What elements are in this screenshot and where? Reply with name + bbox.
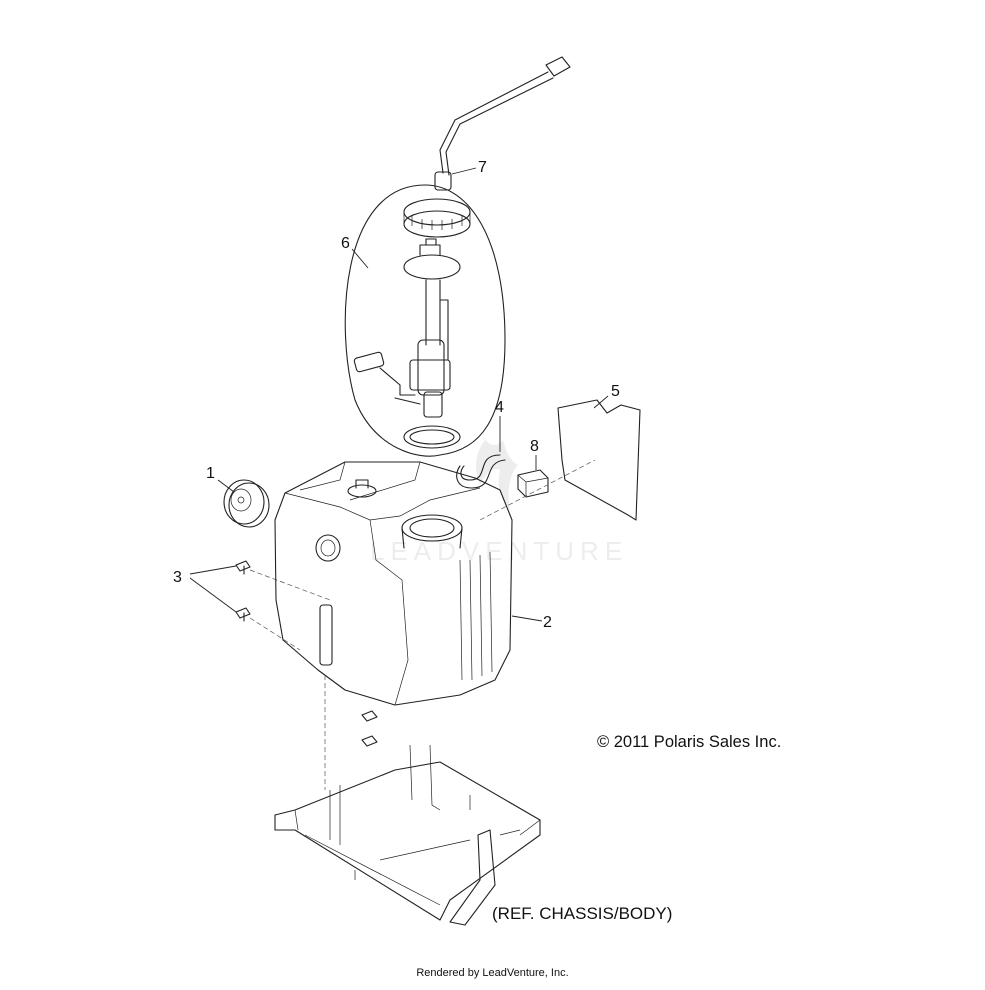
callout-8: 8 <box>530 438 539 455</box>
fuel-cap <box>223 479 270 528</box>
heat-shield <box>479 399 641 521</box>
vent-hose-outer <box>456 459 506 489</box>
callout-2: 2 <box>543 614 552 631</box>
chassis-frame <box>274 675 541 926</box>
mount-bolts <box>235 560 378 747</box>
reference-note: (REF. CHASSIS/BODY) <box>492 904 673 923</box>
callout-5: 5 <box>611 383 620 400</box>
vent-hose <box>460 454 501 481</box>
fuel-pump-assembly <box>344 184 506 457</box>
watermark: LEADVENTURE <box>370 440 628 566</box>
watermark-text: LEADVENTURE <box>370 536 628 566</box>
sender-wire <box>434 56 571 191</box>
foam-block <box>517 469 549 498</box>
fuel-tank <box>274 461 513 706</box>
callout-3: 3 <box>173 569 182 586</box>
callout-4: 4 <box>495 399 504 416</box>
callout-1: 1 <box>206 465 215 482</box>
callout-6: 6 <box>341 235 350 252</box>
callout-7: 7 <box>478 159 487 176</box>
leader-lines <box>189 167 609 622</box>
footer-credit: Rendered by LeadVenture, Inc. <box>416 967 569 979</box>
copyright-text: © 2011 Polaris Sales Inc. <box>597 733 782 751</box>
